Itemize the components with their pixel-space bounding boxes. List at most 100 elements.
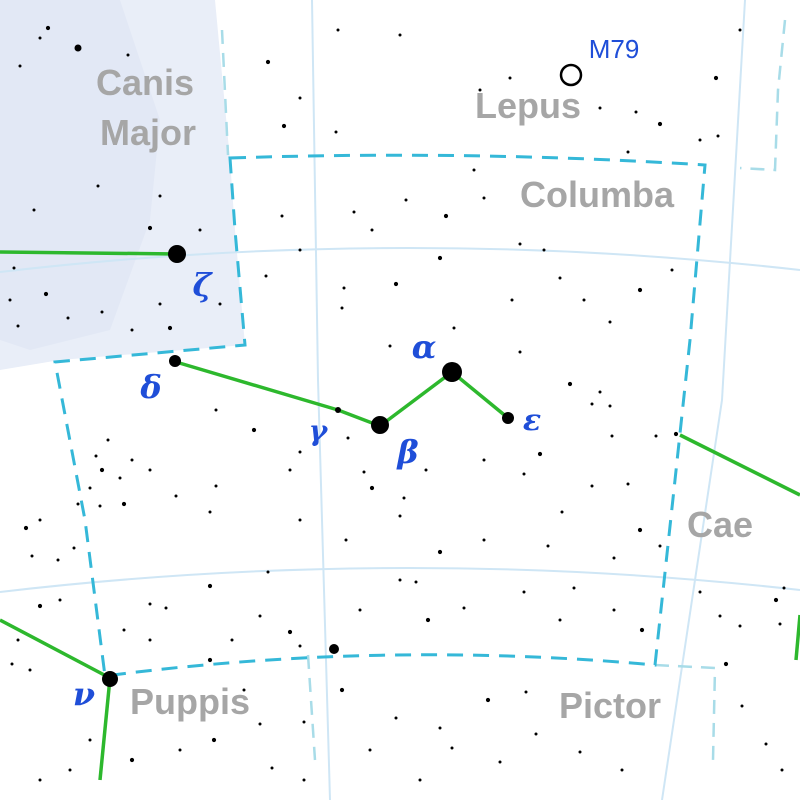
field-star xyxy=(598,390,602,394)
field-star xyxy=(174,494,178,498)
field-star xyxy=(8,298,12,302)
field-star xyxy=(38,778,42,782)
field-star xyxy=(208,510,212,514)
field-star xyxy=(121,501,127,507)
field-star xyxy=(10,662,14,666)
field-star xyxy=(298,644,302,648)
field-star xyxy=(99,467,105,473)
field-star xyxy=(230,638,234,642)
field-star xyxy=(402,496,406,500)
field-star xyxy=(334,130,338,134)
field-star xyxy=(773,597,779,603)
field-star xyxy=(518,350,522,354)
field-star xyxy=(148,638,152,642)
field-star xyxy=(18,64,22,68)
field-star xyxy=(450,746,454,750)
neighbor-boundaries xyxy=(220,19,787,761)
named-stars xyxy=(74,44,514,687)
label-star-alpha: α xyxy=(412,328,437,366)
field-star xyxy=(437,255,443,261)
field-star xyxy=(368,748,372,752)
field-star xyxy=(508,76,512,80)
field-star xyxy=(100,310,104,314)
field-star xyxy=(560,510,564,514)
field-star xyxy=(352,210,356,214)
field-star xyxy=(122,628,126,632)
field-star xyxy=(130,328,134,332)
field-star xyxy=(126,53,130,57)
field-star xyxy=(158,302,162,306)
boundary-lepus-caelum xyxy=(739,19,787,172)
constellation-lines xyxy=(0,250,800,781)
field-star xyxy=(637,287,643,293)
field-star xyxy=(567,381,573,387)
field-star xyxy=(658,544,662,548)
field-star xyxy=(358,608,362,612)
field-star xyxy=(129,757,135,763)
field-star xyxy=(45,25,51,31)
field-star xyxy=(590,402,594,406)
field-star xyxy=(281,123,287,129)
field-star xyxy=(398,514,402,518)
field-star xyxy=(510,298,514,302)
field-star xyxy=(251,427,257,433)
field-star xyxy=(558,276,562,280)
line-alpha-epsilon xyxy=(450,370,510,420)
field-star xyxy=(738,624,742,628)
star-field-bright xyxy=(329,644,339,654)
field-star xyxy=(654,434,658,438)
field-star xyxy=(404,198,408,202)
field-star xyxy=(98,504,102,508)
field-star xyxy=(188,86,192,90)
star-labels: α β γ δ ε ζ ν xyxy=(73,266,541,713)
ra-line-right xyxy=(661,0,746,800)
pictor-line xyxy=(794,614,800,661)
field-star xyxy=(298,518,302,522)
star-zeta xyxy=(168,245,186,263)
neighbor-labels: Canis Major Lepus Columba Cae Puppis Pic… xyxy=(96,62,753,726)
field-star xyxy=(546,544,550,548)
ra-line-left xyxy=(311,0,331,800)
label-m79: M79 xyxy=(589,34,640,64)
label-pictor: Pictor xyxy=(559,685,661,726)
label-canis-major-line2: Major xyxy=(100,112,196,153)
field-star xyxy=(12,266,16,270)
milky-way-region xyxy=(0,0,245,370)
field-star xyxy=(298,96,302,100)
field-star xyxy=(43,291,49,297)
field-star xyxy=(398,578,402,582)
field-star xyxy=(158,194,162,198)
field-star xyxy=(425,617,431,623)
puppis-line-south xyxy=(98,677,112,781)
puppis-line-west xyxy=(0,618,111,680)
field-star xyxy=(578,750,582,754)
label-canis-major-line1: Canis xyxy=(96,62,194,103)
field-star xyxy=(612,556,616,560)
field-star xyxy=(778,622,782,626)
star-alpha xyxy=(442,362,462,382)
field-star xyxy=(764,742,768,746)
field-star xyxy=(582,298,586,302)
field-star xyxy=(302,720,306,724)
field-star xyxy=(211,737,217,743)
field-star xyxy=(482,458,486,462)
field-star xyxy=(598,106,602,110)
field-star xyxy=(72,546,76,550)
star-beta xyxy=(371,416,389,434)
field-star xyxy=(534,732,538,736)
field-star xyxy=(438,726,442,730)
boundary-puppis-pictor xyxy=(306,654,317,761)
field-star xyxy=(723,661,729,667)
field-star xyxy=(608,404,612,408)
field-star xyxy=(398,33,402,37)
field-star xyxy=(339,687,345,693)
boundary-canis-major-lepus xyxy=(220,29,230,156)
label-star-epsilon: ε xyxy=(523,403,541,438)
star-epsilon xyxy=(502,412,514,424)
field-star xyxy=(639,627,645,633)
field-star xyxy=(698,138,702,142)
field-star xyxy=(394,716,398,720)
field-star xyxy=(214,408,218,412)
field-star xyxy=(537,451,543,457)
field-star xyxy=(130,458,134,462)
